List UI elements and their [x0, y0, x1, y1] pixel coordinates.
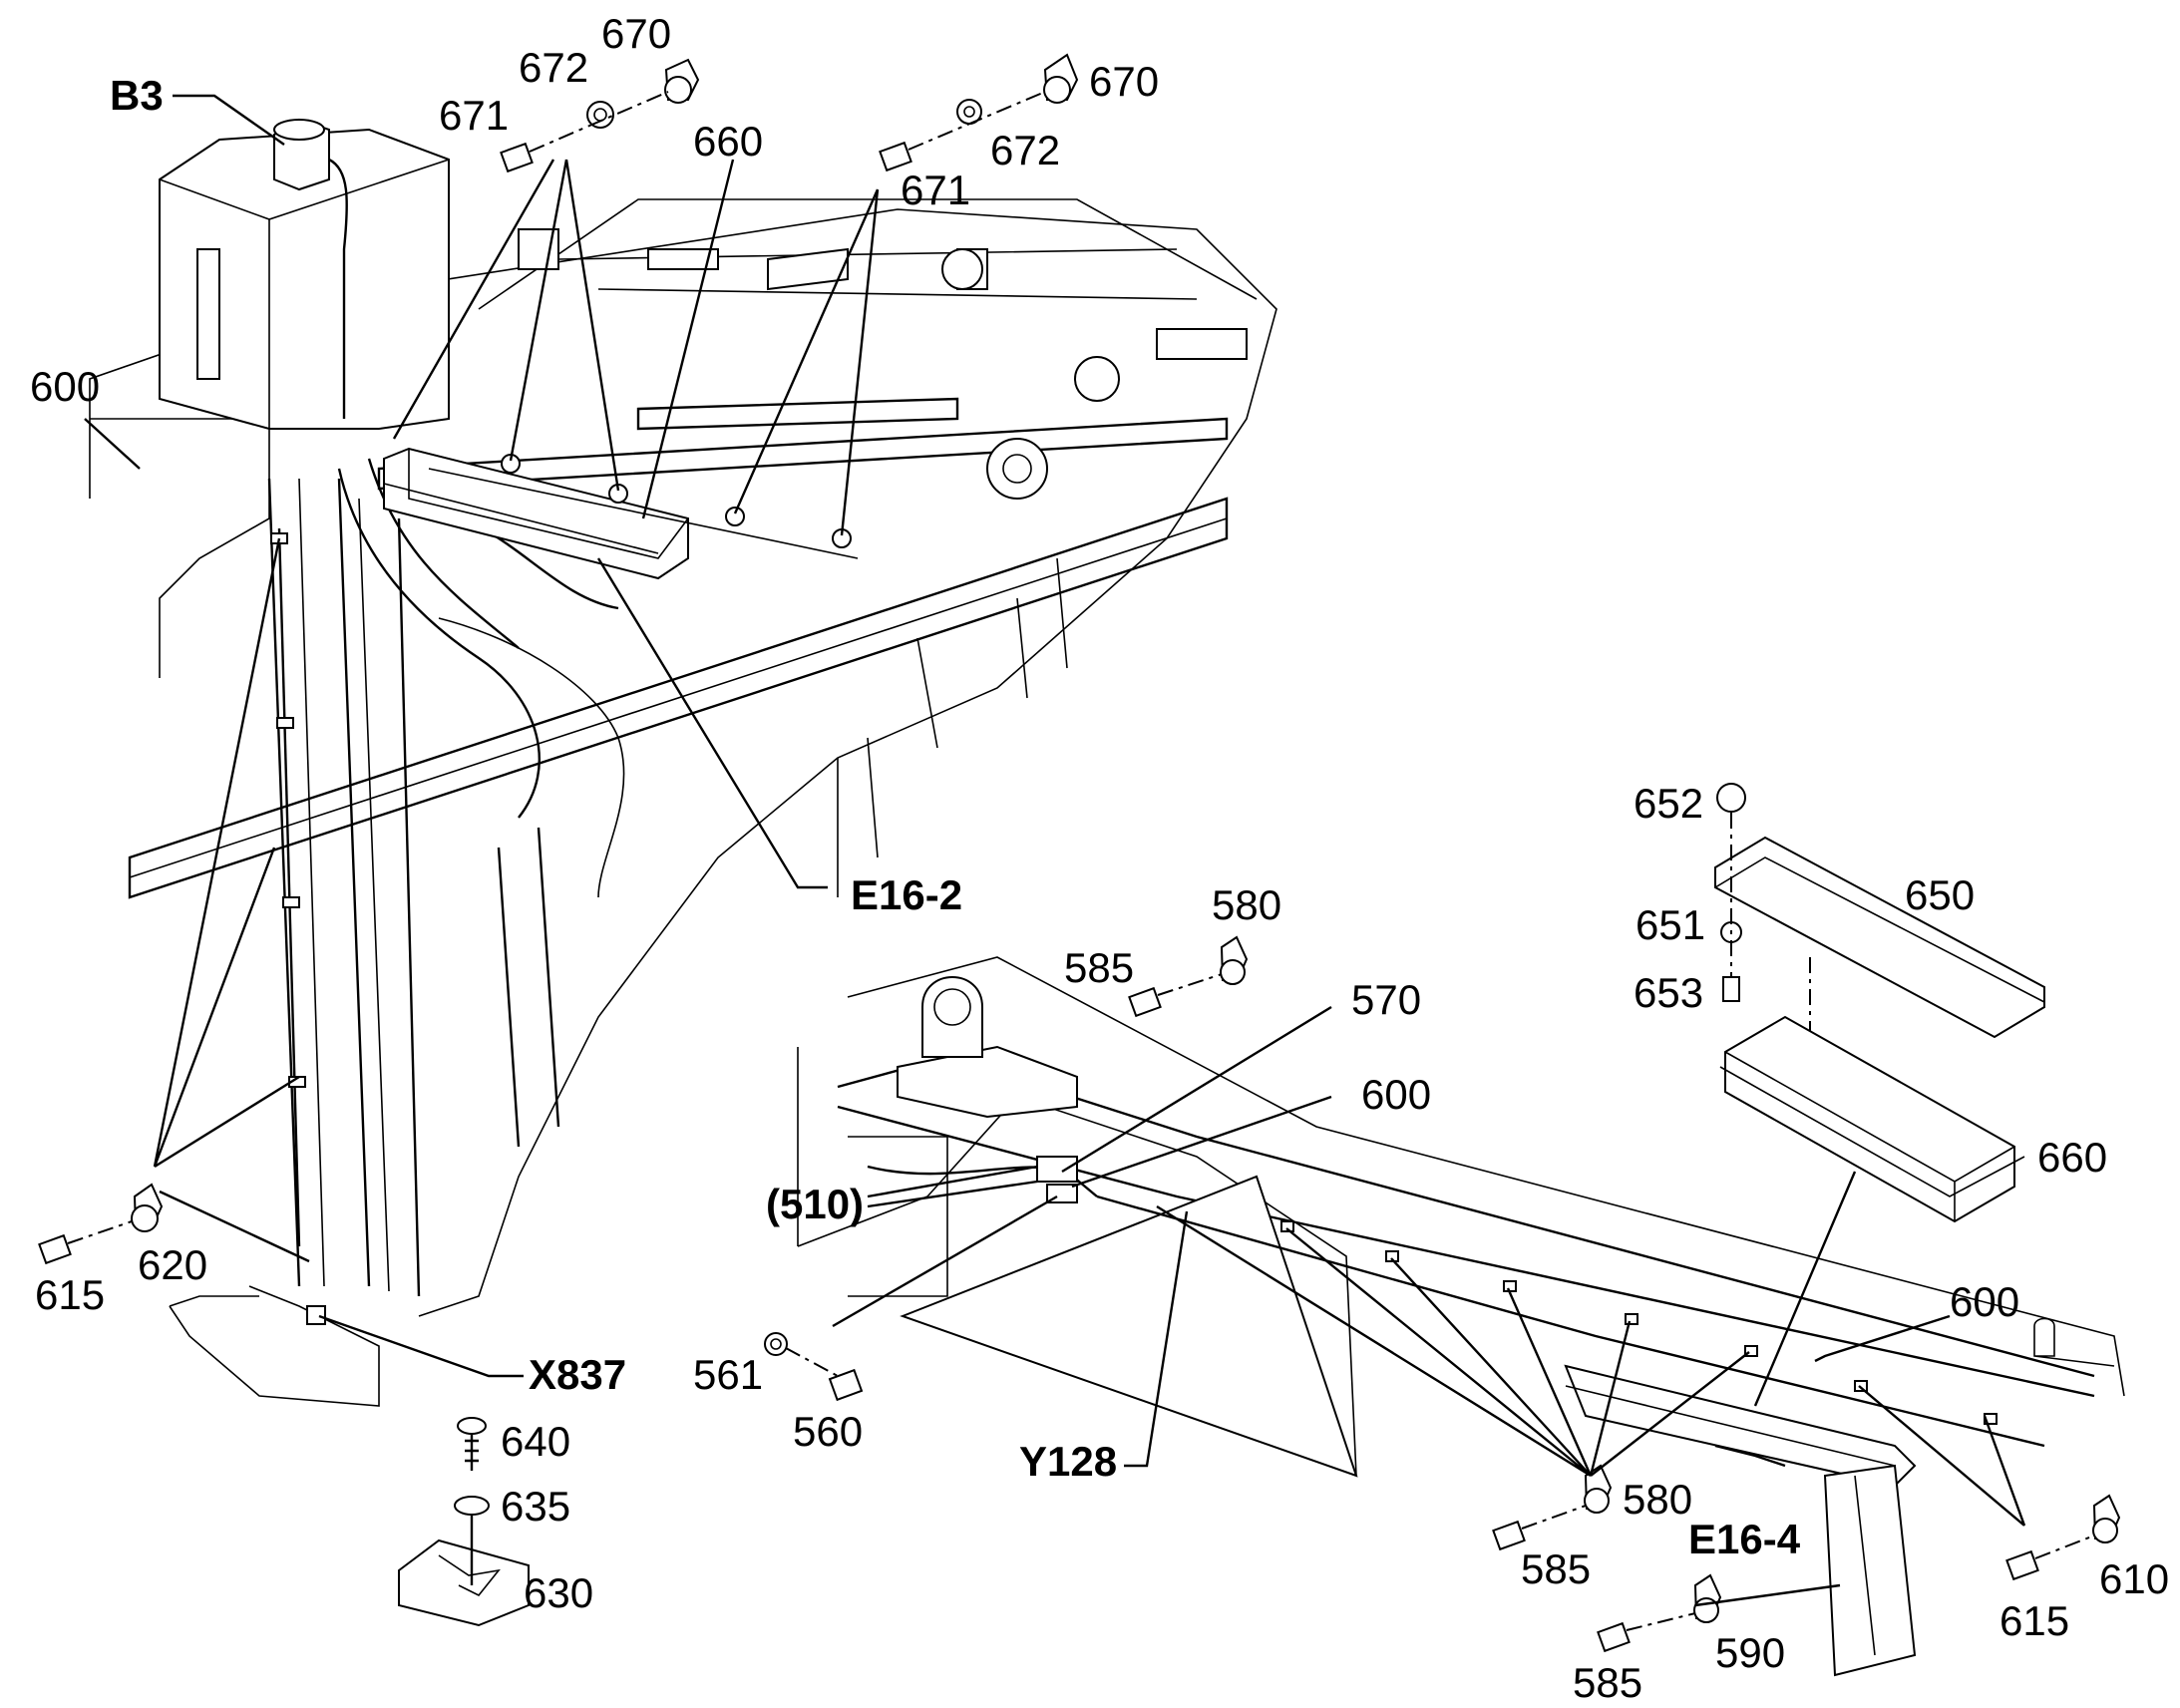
- fastener-set-b: [879, 53, 1079, 172]
- leader-lines: [84, 94, 2026, 1607]
- callout-585-c: 585: [1573, 1659, 1642, 1706]
- cover-plate-650: [1714, 783, 2045, 1039]
- enclosure-660-exploded: [1719, 1015, 2025, 1223]
- callout-672-b: 672: [990, 127, 1060, 173]
- callout-580-a: 580: [1212, 881, 1281, 928]
- callout-e16-2: E16-2: [851, 871, 962, 918]
- callout-570: 570: [1351, 976, 1421, 1023]
- callout-e16-4: E16-4: [1688, 1516, 1801, 1562]
- callout-x837: X837: [529, 1351, 626, 1398]
- callout-670-b: 670: [1089, 58, 1159, 105]
- callout-640: 640: [501, 1418, 570, 1465]
- callout-660-a: 660: [693, 118, 763, 165]
- callout-615-a: 615: [35, 1271, 105, 1318]
- callout-652: 652: [1634, 780, 1703, 827]
- callout-600-c: 600: [1950, 1278, 2019, 1325]
- callout-561: 561: [693, 1351, 763, 1398]
- fastener-set-610: [2005, 1494, 2121, 1581]
- callout-670-a: 670: [601, 10, 671, 57]
- callout-610: 610: [2099, 1555, 2169, 1602]
- callout-labels: B3 670 672 671 670 672 671 660 600 E16-2…: [30, 10, 2169, 1706]
- callout-y128: Y128: [1019, 1438, 1117, 1485]
- lower-frame-assembly: [797, 956, 2125, 1677]
- callout-590: 590: [1715, 1629, 1785, 1676]
- enclosure-e16-2: [383, 447, 689, 580]
- reservoir-tank-b3: [159, 118, 450, 430]
- callout-650: 650: [1905, 871, 1975, 918]
- vertical-cable-left: [270, 527, 326, 1325]
- callout-672-a: 672: [519, 44, 588, 91]
- callout-600-a: 600: [30, 363, 100, 410]
- callout-615-b: 615: [1999, 1597, 2069, 1644]
- callout-510: (510): [766, 1181, 864, 1227]
- mount-block-630: [398, 1417, 530, 1627]
- callout-653: 653: [1634, 969, 1703, 1016]
- fastener-set-a: [500, 58, 700, 173]
- callout-580-b: 580: [1623, 1476, 1692, 1523]
- callout-585-b: 585: [1521, 1545, 1591, 1592]
- fastener-set-580b: [1492, 1464, 1613, 1551]
- fastener-set-561: [764, 1332, 864, 1402]
- callout-671-b: 671: [901, 167, 970, 213]
- callout-671-a: 671: [439, 92, 509, 139]
- cable-clips-upper: [428, 454, 859, 559]
- callout-635: 635: [501, 1483, 570, 1530]
- callout-b3: B3: [110, 72, 164, 119]
- upper-frame-assembly: [89, 198, 1277, 1407]
- fastener-set-590: [1597, 1573, 1722, 1653]
- callout-620: 620: [138, 1241, 207, 1288]
- callout-560: 560: [793, 1408, 863, 1455]
- fastener-set-620: [38, 1183, 164, 1265]
- fastener-set-580a: [1128, 935, 1249, 1018]
- callout-660-b: 660: [2037, 1134, 2107, 1181]
- callout-585-a: 585: [1064, 944, 1134, 991]
- callout-651: 651: [1635, 901, 1705, 948]
- callout-630: 630: [524, 1569, 593, 1616]
- callout-600-b: 600: [1361, 1071, 1431, 1118]
